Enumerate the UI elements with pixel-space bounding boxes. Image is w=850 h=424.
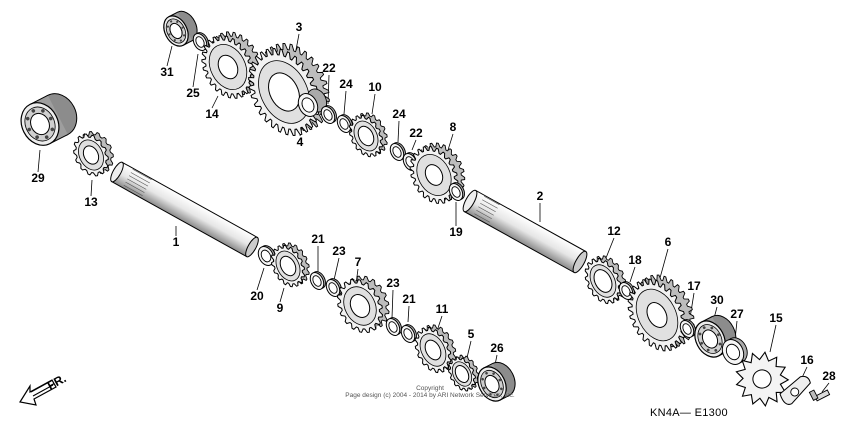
- part-label-p10: 10: [368, 80, 382, 94]
- leader-line-p20: [256, 267, 265, 291]
- part-label-p5: 5: [468, 327, 475, 341]
- leader-line-p15: [769, 324, 777, 353]
- gear-6: [627, 274, 695, 352]
- copyright-line-1: Copyright: [416, 385, 444, 392]
- circlip-21a: [309, 271, 326, 290]
- bearing-29: [20, 93, 78, 146]
- parts: [20, 10, 831, 408]
- part-label-p21a: 21: [311, 232, 325, 246]
- part-label-p16: 16: [800, 353, 814, 367]
- leader-line-p31: [166, 45, 173, 67]
- part-label-p9: 9: [277, 301, 284, 315]
- part-label-p23a: 23: [332, 244, 346, 258]
- part-label-p8: 8: [450, 120, 457, 134]
- washer-19: [448, 182, 465, 201]
- gear-14: [201, 31, 263, 99]
- part-label-p29: 29: [31, 171, 45, 185]
- gear-5: [448, 354, 480, 392]
- washer-23b: [385, 317, 402, 336]
- copyright-caption: Copyright Page design (c) 2004 - 2014 by…: [300, 385, 560, 399]
- gear-9: [270, 242, 310, 288]
- washer-20: [257, 245, 276, 266]
- circlip-24a: [336, 114, 353, 133]
- part-label-p27: 27: [730, 307, 744, 321]
- leader-line-p12: [605, 237, 615, 259]
- part-label-p3: 3: [296, 20, 303, 34]
- part-label-p11: 11: [436, 302, 449, 316]
- part-labels: 1234567891011121314151617181920212122222…: [31, 20, 836, 383]
- washer-17: [679, 319, 696, 338]
- shafts: [110, 161, 588, 274]
- leader-line-p21b: [407, 305, 410, 323]
- part-label-p22a: 22: [322, 61, 336, 75]
- gear-11: [414, 324, 457, 374]
- part-label-p31: 31: [160, 65, 174, 79]
- part-label-p30: 30: [710, 293, 724, 307]
- leader-line-p22b: [411, 139, 417, 151]
- bolt-28: [808, 389, 831, 402]
- part-label-p21b: 21: [402, 292, 416, 306]
- part-label-p26: 26: [490, 341, 504, 355]
- countershaft: [462, 189, 588, 274]
- part-label-p24b: 24: [392, 107, 406, 121]
- leader-line-p25: [192, 53, 199, 88]
- leader-line-p28: [821, 382, 830, 393]
- leader-line-p9: [279, 287, 285, 303]
- part-label-p12: 12: [607, 224, 621, 238]
- sprocket-15: [735, 351, 790, 408]
- bearing-31: [163, 10, 198, 47]
- part-label-p28: 28: [822, 369, 836, 383]
- plate-16: [779, 375, 811, 405]
- copyright-line-2: Page design (c) 2004 - 2014 by ARI Netwo…: [345, 392, 515, 399]
- part-label-p25: 25: [186, 86, 200, 100]
- part-label-p19: 19: [449, 225, 463, 239]
- leader-line-p24b: [397, 120, 400, 143]
- main-shaft: [110, 161, 259, 258]
- part-label-p14: 14: [205, 107, 219, 121]
- part-label-p7: 7: [355, 255, 362, 269]
- front-direction-arrow: FR.: [19, 371, 68, 406]
- part-label-p24a: 24: [339, 77, 353, 91]
- gear-13: [73, 131, 114, 177]
- leader-line-p24a: [343, 90, 347, 115]
- diagram-code: KN4A— E1300: [650, 407, 728, 419]
- part-label-p2: 2: [537, 189, 544, 203]
- leader-line-p18: [629, 266, 636, 283]
- leader-line-p29: [37, 149, 41, 173]
- washer-23a: [325, 278, 342, 297]
- washer-22a: [320, 105, 337, 124]
- gear-12: [584, 255, 627, 305]
- gear-10: [348, 112, 388, 158]
- part-label-p23b: 23: [386, 276, 400, 290]
- gear-7: [336, 275, 390, 334]
- part-label-p20: 20: [250, 289, 264, 303]
- leader-line-p10: [371, 93, 376, 115]
- part-label-p6: 6: [665, 235, 672, 249]
- seal-27: [721, 337, 748, 365]
- leader-line-p23b: [391, 289, 394, 319]
- part-label-p15: 15: [769, 311, 783, 325]
- part-label-p4: 4: [297, 135, 304, 149]
- leader-line-p23a: [333, 257, 340, 281]
- gear-8: [409, 142, 466, 205]
- part-label-p17: 17: [687, 279, 701, 293]
- circlip-21b: [400, 324, 417, 343]
- part-label-p1: 1: [173, 235, 180, 249]
- part-label-p18: 18: [628, 253, 642, 267]
- bushing-4: [297, 88, 328, 117]
- leader-line-p13: [90, 179, 93, 197]
- bearing-26: [477, 361, 516, 402]
- part-label-p22b: 22: [409, 126, 423, 140]
- leader-line-p6: [659, 248, 669, 279]
- leader-line-p8: [447, 133, 454, 151]
- leader-line-p3: [295, 33, 300, 51]
- leader-line-p14: [211, 95, 219, 109]
- part-label-p13: 13: [84, 195, 98, 209]
